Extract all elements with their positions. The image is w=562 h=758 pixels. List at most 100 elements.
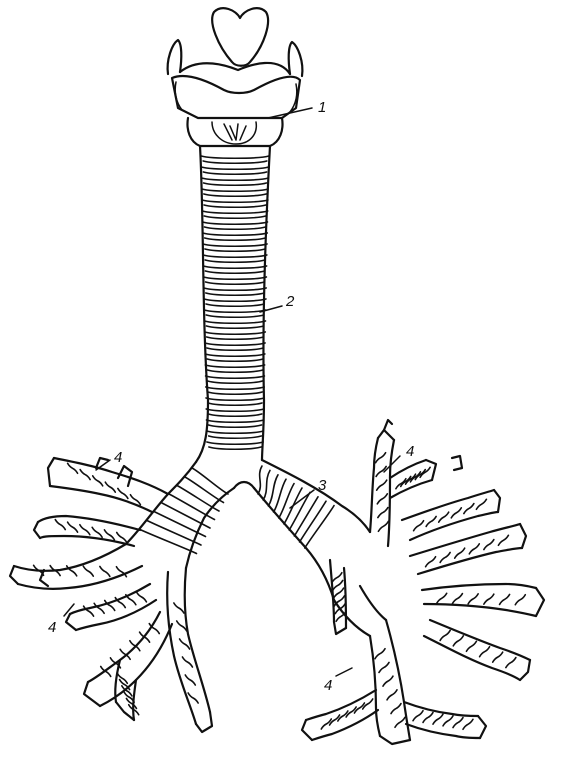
- cartilage-ring: [500, 594, 510, 604]
- cartilage-ring: [206, 315, 263, 317]
- cartilage-ring: [209, 436, 262, 438]
- cartilage-ring: [379, 662, 389, 672]
- left-bronchial-tree: [10, 458, 212, 732]
- cartilage-ring: [484, 594, 494, 604]
- cartilage-ring: [118, 488, 128, 498]
- cartilage-ring: [204, 216, 265, 218]
- cartilage-ring: [93, 476, 103, 486]
- cartilage-ring: [202, 200, 268, 202]
- trachea: [196, 146, 282, 462]
- cartilage-ring: [413, 711, 423, 721]
- cartilage-ring: [155, 512, 206, 537]
- cartilage-ring: [515, 595, 525, 605]
- cartilage-ring: [378, 508, 388, 518]
- cartilage-ring: [206, 409, 263, 411]
- label-main-bronchus: 3: [318, 477, 327, 494]
- cartilage-ring: [201, 156, 269, 158]
- right-bronchial-tree: [302, 420, 544, 744]
- cartilage-ring: [105, 482, 115, 492]
- cartilage-ring: [202, 178, 269, 180]
- cartilage-ring: [117, 532, 127, 542]
- cartilage-ring: [207, 326, 264, 328]
- cartilage-ring: [206, 398, 264, 400]
- cartilage-ring: [120, 680, 130, 690]
- cartilage-ring: [174, 603, 184, 613]
- cartilage-ring: [206, 293, 264, 295]
- cartilage-ring: [140, 529, 197, 553]
- cartilage-ring: [268, 475, 278, 506]
- cartilage-ring: [258, 466, 262, 494]
- cartilage-ring: [188, 693, 198, 703]
- cartilage-ring: [207, 431, 264, 433]
- cartilage-ring: [185, 477, 224, 503]
- cartilage-ring: [377, 494, 387, 504]
- cartilage-ring: [208, 403, 262, 405]
- cartilage-ring: [100, 566, 110, 576]
- cartilage-ring: [124, 692, 134, 702]
- cartilage-ring: [443, 716, 453, 726]
- cartilage-ring: [209, 447, 261, 449]
- cartilage-ring: [126, 595, 136, 605]
- cartilage-ring: [469, 544, 479, 554]
- cartilage-ring: [205, 271, 264, 273]
- cartilage-ring: [80, 470, 90, 480]
- cartilage-ring: [207, 348, 263, 350]
- cartilage-ring: [334, 596, 344, 606]
- cartilage-ring: [484, 540, 494, 550]
- bronchus-cartilage-rings: [140, 466, 335, 554]
- cartilage-ring: [92, 527, 102, 537]
- cartilage-ring: [377, 480, 387, 490]
- cartilage-ring: [205, 332, 266, 334]
- cartilage-ring: [387, 690, 397, 700]
- cartilage-ring: [147, 521, 201, 546]
- cartilage-ring: [439, 512, 449, 522]
- cartilage-ring: [203, 233, 268, 235]
- cartilage-ring: [433, 714, 443, 724]
- cartilage-ring: [126, 698, 136, 708]
- cartilage-ring: [55, 520, 65, 530]
- cartilage-ring: [204, 277, 267, 279]
- cartilage-ring: [426, 557, 436, 567]
- cartilage-ring: [207, 370, 262, 372]
- cartilage-ring: [476, 499, 486, 509]
- right-bronchiole-rings: [321, 453, 525, 730]
- cartilage-ring: [423, 712, 433, 722]
- cartilage-ring: [466, 641, 476, 651]
- cartilage-ring: [498, 535, 508, 545]
- cartilage-ring: [208, 381, 263, 383]
- cartilage-ring: [395, 717, 405, 727]
- cartilage-ring: [180, 639, 190, 649]
- cartilage-ring: [80, 525, 90, 535]
- cartilage-ring: [104, 530, 114, 540]
- cartilage-ring: [204, 299, 266, 301]
- cartilage-ring: [206, 420, 263, 422]
- label-larynx: 1: [318, 99, 326, 116]
- larynx: [168, 8, 312, 146]
- label-trachea: 2: [285, 293, 295, 310]
- cartilage-ring: [83, 566, 93, 576]
- cartilage-ring: [202, 189, 268, 191]
- cartilage-ring: [177, 486, 219, 512]
- cartilage-ring: [383, 676, 393, 686]
- cartilage-ring: [204, 183, 267, 185]
- cartilage-ring: [391, 704, 401, 714]
- cartilage-ring: [453, 718, 463, 728]
- cartilage-ring: [207, 442, 263, 444]
- cartilage-ring: [464, 504, 474, 514]
- cartilage-ring: [205, 321, 266, 323]
- label-bronchi-lower-right: 4: [324, 677, 332, 694]
- cartilage-ring: [480, 647, 490, 657]
- cartilage-ring: [208, 392, 262, 394]
- cartilage-ring: [208, 425, 261, 427]
- cartilage-ring: [162, 503, 210, 528]
- cartilage-ring: [203, 222, 268, 224]
- cartilage-ring: [376, 453, 386, 463]
- cartilage-ring: [208, 414, 261, 416]
- cartilage-ring: [440, 552, 450, 562]
- main-bronchi: [126, 460, 370, 600]
- cartilage-ring: [117, 673, 127, 683]
- cartilage-ring: [493, 652, 503, 662]
- cartilage-ring: [170, 494, 215, 519]
- cartilage-ring: [205, 365, 264, 367]
